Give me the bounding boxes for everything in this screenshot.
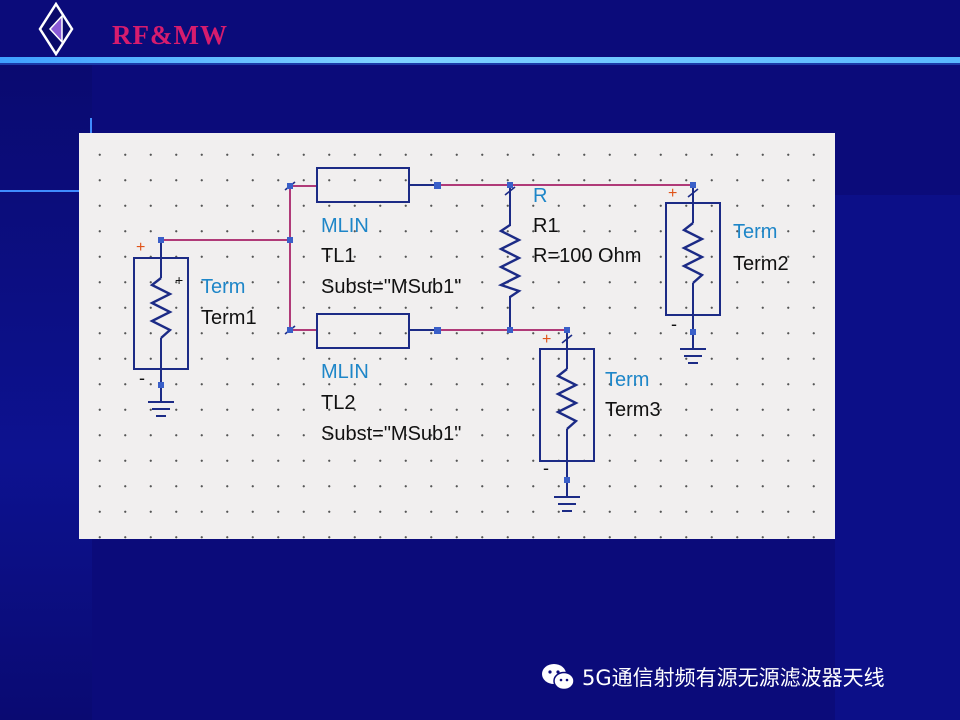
wire-nodes	[158, 182, 696, 483]
term2-source-icon	[665, 202, 721, 316]
wechat-icon	[542, 664, 575, 691]
header-divider-shadow	[0, 63, 960, 65]
decorative-line	[0, 190, 80, 192]
term1-source-icon	[133, 257, 189, 370]
footer-watermark: 5G通信射频有源无源滤波器天线	[540, 662, 885, 692]
term2-name-label: Term2	[733, 253, 789, 275]
term3-minus: -	[543, 458, 549, 478]
ground-icon	[554, 480, 580, 512]
tl1-name-label: TL1	[321, 245, 356, 267]
r1-type-label: R	[533, 185, 548, 207]
term2-plus: +	[668, 185, 678, 202]
term1-plus: +	[136, 239, 146, 256]
tl2-name-label: TL2	[321, 392, 356, 414]
term2-minus: -	[671, 314, 677, 334]
tl1-subst-label: Subst="MSub1"	[321, 276, 462, 298]
tl2-subst-label: Subst="MSub1"	[321, 423, 462, 445]
term1-inner-plus: +	[175, 272, 184, 288]
background-right-band	[835, 195, 960, 720]
term1-minus: -	[139, 368, 145, 388]
background-left-strip	[0, 64, 92, 720]
decorative-line-vertical	[90, 118, 92, 134]
term3-plus: +	[542, 331, 552, 348]
tl2-body	[316, 313, 410, 349]
term3-type-label: Term	[605, 369, 650, 391]
term1-name-label: Term1	[201, 307, 257, 329]
r1-name-label: R1	[533, 215, 559, 237]
tl2-type-label: MLIN	[321, 361, 369, 383]
header-divider	[0, 57, 960, 63]
term3-name-label: Term3	[605, 399, 661, 421]
diamond-arrow-logo-icon	[38, 2, 74, 56]
wire-net	[160, 184, 694, 331]
tl1-type-label: MLIN	[321, 215, 369, 237]
schematic-canvas: + + - + - + - MLIN TL1 Subst="MSub1" MLI…	[79, 133, 835, 539]
term1-type-label: Term	[201, 276, 246, 298]
term2-type-label: Term	[733, 221, 778, 243]
brand-title: RF&MW	[112, 20, 228, 50]
r1-resistor-icon	[497, 224, 522, 298]
tl1-body	[316, 167, 410, 203]
footer-text: 5G通信射频有源无源滤波器天线	[582, 666, 885, 690]
r1-value-label: R=100 Ohm	[533, 245, 642, 267]
term3-source-icon	[539, 348, 595, 462]
ground-icon	[680, 332, 706, 364]
ground-icon	[148, 385, 174, 417]
